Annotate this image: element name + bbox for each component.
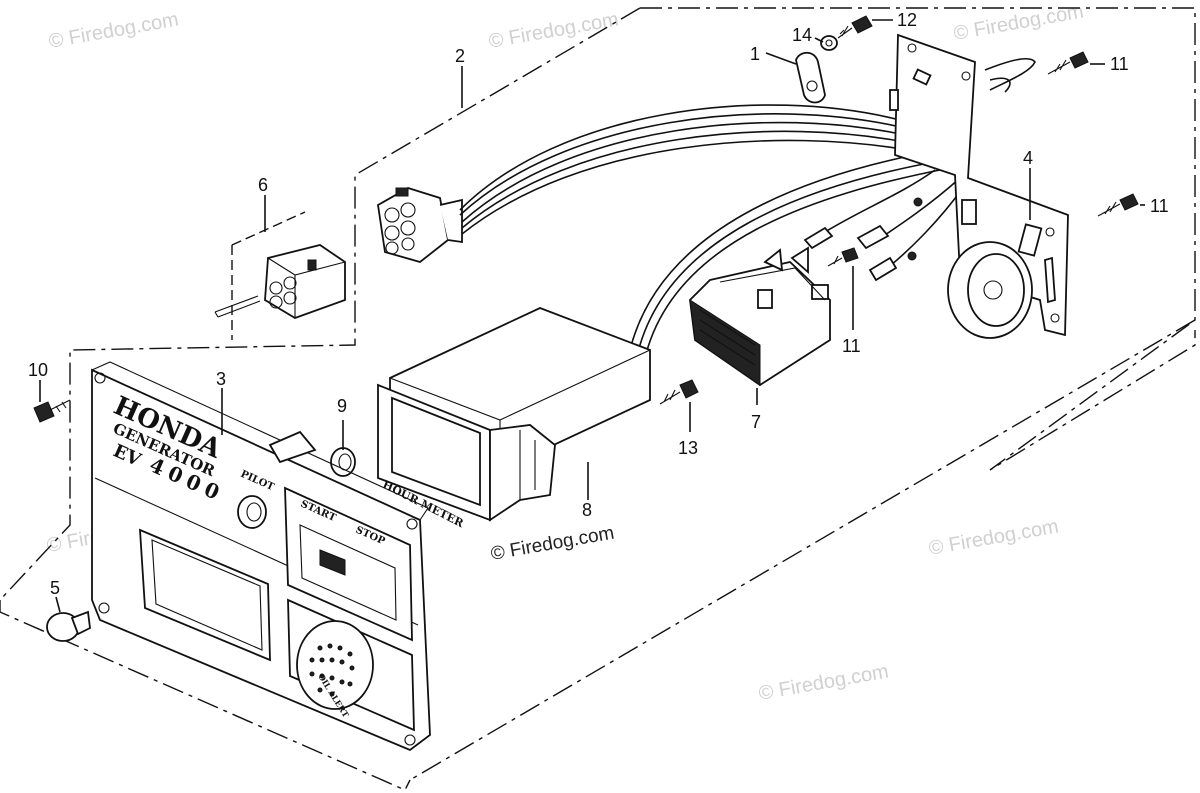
callout-1: 1 — [750, 44, 760, 64]
callout-8: 8 — [582, 500, 592, 520]
callout-6: 6 — [258, 175, 268, 195]
callout-13: 13 — [678, 438, 698, 458]
screw-11-top — [1047, 51, 1089, 75]
screw-11-mid — [1097, 193, 1139, 217]
watermark: © Firedog.com — [47, 8, 180, 52]
watermark: © Firedog.com — [757, 660, 890, 704]
callouts: 1 2 3 4 5 6 7 8 9 10 11 11 11 12 13 14 — [28, 10, 1169, 598]
callout-5: 5 — [50, 578, 60, 598]
callout-11-top: 11 — [1110, 54, 1129, 74]
clamp-part — [795, 35, 838, 104]
callout-12: 12 — [897, 10, 917, 30]
knob-part — [46, 610, 91, 642]
oil-alert-holes — [309, 643, 355, 697]
callout-11-lower: 11 — [842, 336, 861, 356]
hour-meter-part: HOUR METER — [377, 307, 651, 531]
wire-terminals — [803, 185, 973, 282]
callout-11-mid: 11 — [1150, 196, 1169, 216]
bracket-plate-part — [889, 33, 1069, 339]
watermark: © Firedog.com — [927, 515, 1060, 559]
screws — [33, 15, 1139, 423]
screw-12 — [837, 15, 873, 39]
front-panel-part: HONDA GENERATOR EV 4000 PILOT START STOP… — [91, 361, 431, 752]
callout-7: 7 — [751, 412, 761, 432]
callout-9: 9 — [337, 396, 347, 416]
assembly-boundary — [0, 7, 1196, 791]
leader-lines — [39, 19, 1145, 613]
callout-4: 4 — [1023, 148, 1033, 168]
screw-11-lower — [827, 247, 859, 267]
callout-2: 2 — [455, 46, 465, 66]
switch-part — [689, 246, 831, 387]
nut-part — [330, 447, 356, 477]
callout-3: 3 — [216, 369, 226, 389]
screw-10 — [33, 399, 71, 423]
wire-harness — [459, 104, 966, 355]
watermark: © Firedog.com — [952, 0, 1085, 44]
screw-13 — [659, 379, 699, 405]
callout-10: 10 — [28, 360, 48, 380]
center-watermark: © Firedog.com — [489, 523, 616, 565]
callout-14: 14 — [792, 25, 812, 45]
wire-harness-connector — [377, 187, 463, 263]
connector-block-part — [214, 244, 346, 319]
